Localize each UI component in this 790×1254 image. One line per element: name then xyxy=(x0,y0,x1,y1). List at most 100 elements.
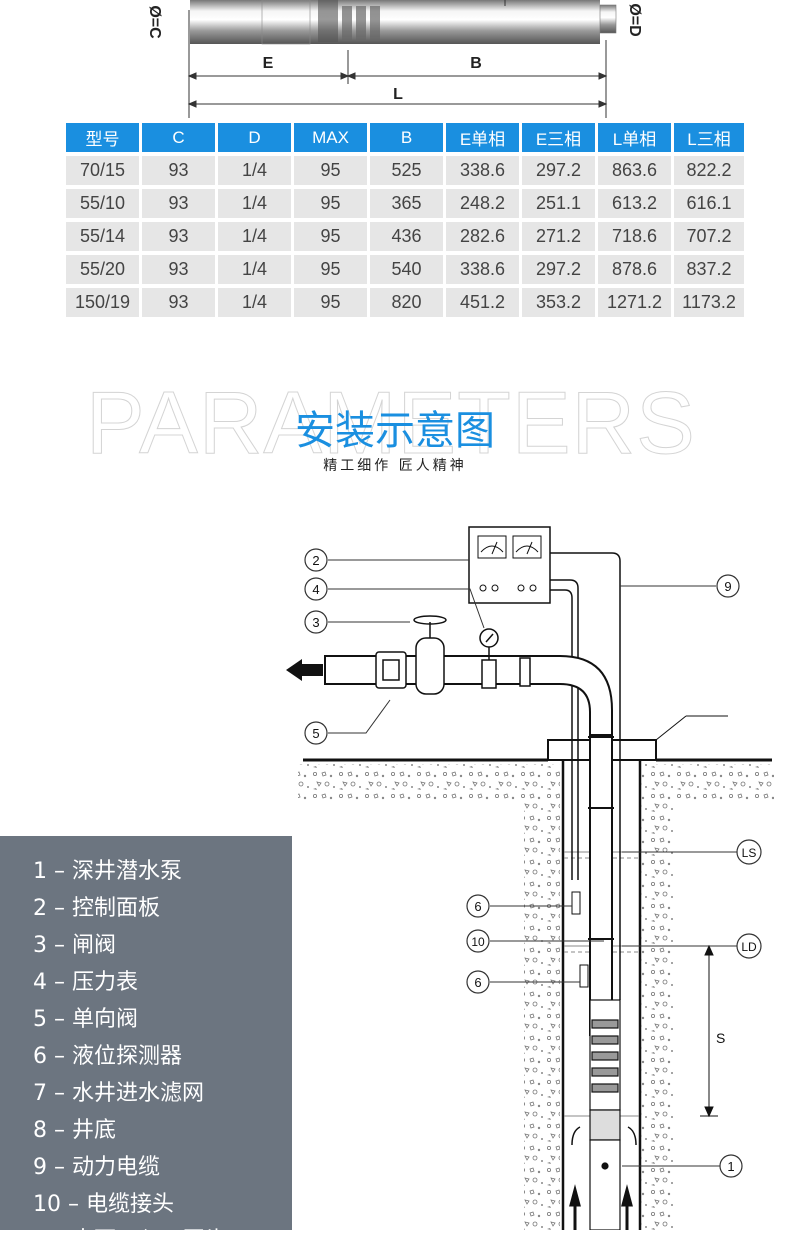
cell: 338.6 xyxy=(446,255,519,284)
cell: 271.2 xyxy=(522,222,595,251)
pump-dimension-drawing: Ø=C Ø=D E B L xyxy=(146,0,643,118)
callout-circles xyxy=(304,548,762,1178)
cell: 863.6 xyxy=(598,156,671,185)
cell: 297.2 xyxy=(522,255,595,284)
callout-leaders xyxy=(328,559,737,1167)
cell: 1/4 xyxy=(218,156,291,185)
s-label: S xyxy=(716,1030,725,1046)
header-l-three: L三相 xyxy=(674,123,744,152)
callout-1: 1 xyxy=(727,1159,734,1174)
callout-9: 9 xyxy=(724,579,731,594)
header-c: C xyxy=(142,123,215,152)
cell: 282.6 xyxy=(446,222,519,251)
dim-l-label: L xyxy=(393,86,403,103)
callout-10: 10 xyxy=(471,935,485,949)
legend-item: 2 – 控制面板 xyxy=(33,896,160,921)
pump-body xyxy=(190,0,617,45)
callout-6-upper: 6 xyxy=(474,899,481,914)
header-model: 型号 xyxy=(66,123,139,152)
legend-panel: 1 – 深井潜水泵 2 – 控制面板 3 – 闸阀 4 – 压力表 5 – 单向… xyxy=(0,836,292,1253)
cell: 55/14 xyxy=(66,222,139,251)
callout-6-lower: 6 xyxy=(474,975,481,990)
cell: 820 xyxy=(370,288,443,317)
cell: 436 xyxy=(370,222,443,251)
cell: 248.2 xyxy=(446,189,519,218)
legend-item: 8 – 井底 xyxy=(33,1118,116,1143)
level-sensor-lower xyxy=(579,964,589,988)
cell: 55/10 xyxy=(66,189,139,218)
cell: 837.2 xyxy=(674,255,744,284)
cell: 613.2 xyxy=(598,189,671,218)
cell: 95 xyxy=(294,255,367,284)
cell: 707.2 xyxy=(674,222,744,251)
header-e-three: E三相 xyxy=(522,123,595,152)
cell: 822.2 xyxy=(674,156,744,185)
power-cable xyxy=(550,552,621,1000)
cell: 95 xyxy=(294,288,367,317)
callout-3: 3 xyxy=(312,615,319,630)
cell: 540 xyxy=(370,255,443,284)
header-l-single: L单相 xyxy=(598,123,671,152)
pipe-fittings xyxy=(375,615,531,695)
legend-item: 5 – 单向阀 xyxy=(33,1007,138,1032)
inflow-arrows xyxy=(569,1126,637,1230)
discharge-pipe xyxy=(324,655,614,1036)
callout-ld: LD xyxy=(741,940,757,954)
cell: 95 xyxy=(294,222,367,251)
level-sensor-upper xyxy=(571,891,581,915)
cell: 70/15 xyxy=(66,156,139,185)
callout-5: 5 xyxy=(312,726,319,741)
header-max: MAX xyxy=(294,123,367,152)
callout-2: 2 xyxy=(312,553,319,568)
section-subtitle: 精工细作 匠人精神 xyxy=(323,458,467,474)
dim-c-label: Ø=C xyxy=(146,5,163,39)
legend-item: 3 – 闸阀 xyxy=(33,933,116,958)
background-watermark-word: PARAMETERS xyxy=(86,373,696,473)
header-d: D xyxy=(218,123,291,152)
legend-item: 6 – 液位探测器 xyxy=(33,1044,182,1069)
cell: 353.2 xyxy=(522,288,595,317)
cell: 718.6 xyxy=(598,222,671,251)
cell: 93 xyxy=(142,156,215,185)
dim-e-label: E xyxy=(263,55,274,72)
flow-direction-arrow xyxy=(286,659,323,681)
callout-ls: LS xyxy=(742,846,757,860)
cell: 93 xyxy=(142,288,215,317)
legend-item: 7 – 水井进水滤网 xyxy=(33,1081,204,1106)
cell: 525 xyxy=(370,156,443,185)
cell: 93 xyxy=(142,189,215,218)
cell: 297.2 xyxy=(522,156,595,185)
table-header-row: 型号 C D MAX B E单相 E三相 L单相 L三相 xyxy=(66,123,744,152)
cell: 95 xyxy=(294,156,367,185)
cell: 616.1 xyxy=(674,189,744,218)
cell: 1/4 xyxy=(218,288,291,317)
ground-surface xyxy=(298,758,774,1230)
legend-item: 1 – 深井潜水泵 xyxy=(33,859,182,884)
section-title: 安装示意图 xyxy=(295,408,495,454)
control-panel xyxy=(468,526,551,604)
legend-item: 8 – 太面四入口压头 xyxy=(33,1228,226,1253)
cell: 95 xyxy=(294,189,367,218)
cell: 451.2 xyxy=(446,288,519,317)
cell: 251.1 xyxy=(522,189,595,218)
cell: 1/4 xyxy=(218,189,291,218)
cell: 93 xyxy=(142,255,215,284)
cell: 878.6 xyxy=(598,255,671,284)
s-dimension xyxy=(700,944,718,1118)
legend-item: 10 – 电缆接头 xyxy=(33,1192,174,1217)
submersible-pump xyxy=(589,999,621,1230)
callout-4: 4 xyxy=(312,582,319,597)
cell: 150/19 xyxy=(66,288,139,317)
legend-item: 4 – 压力表 xyxy=(33,970,138,995)
header-e-single: E单相 xyxy=(446,123,519,152)
cell: 55/20 xyxy=(66,255,139,284)
header-b: B xyxy=(370,123,443,152)
cell: 1/4 xyxy=(218,222,291,251)
legend-item: 9 – 动力电缆 xyxy=(33,1155,160,1180)
